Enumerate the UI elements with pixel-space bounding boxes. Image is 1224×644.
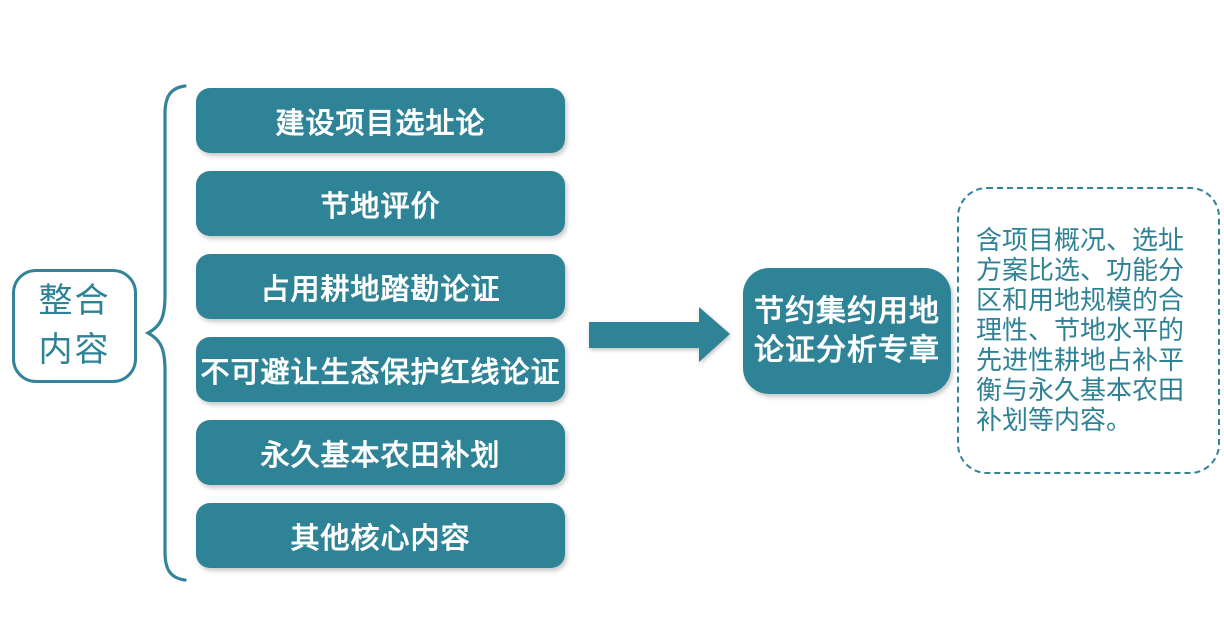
content-list: 建设项目选址论 节地评价 占用耕地踏勘论证 不可避让生态保护红线论证 永久基本农…: [196, 88, 565, 568]
list-item-basic-farmland: 永久基本农田补划: [196, 420, 565, 485]
note-line: 区和用地规模的合: [976, 285, 1185, 315]
list-item-ecological-redline: 不可避让生态保护红线论证: [196, 337, 565, 402]
note-line: 衡与永久基本农田: [976, 375, 1185, 405]
list-item-other-core-content: 其他核心内容: [196, 503, 565, 568]
note-line: 理性、节地水平的: [976, 315, 1185, 345]
curly-brace-icon: [143, 83, 189, 583]
integration-label: 整合 内容: [12, 269, 137, 383]
result-box: 节约集约用地 论证分析专章: [743, 268, 951, 394]
integration-label-line2: 内容: [38, 331, 111, 369]
arrow-right-icon: [589, 305, 731, 365]
note-box: 含项目概况、选址 方案比选、功能分 区和用地规模的合 理性、节地水平的 先进性耕…: [957, 187, 1220, 474]
note-line: 先进性耕地占补平: [976, 345, 1185, 375]
note-line: 含项目概况、选址: [976, 225, 1185, 255]
result-box-line2: 论证分析专章: [754, 334, 940, 367]
note-line: 方案比选、功能分: [976, 255, 1185, 285]
list-item-site-selection: 建设项目选址论: [196, 88, 565, 153]
result-box-line1: 节约集约用地: [754, 295, 940, 328]
list-item-farmland-survey: 占用耕地踏勘论证: [196, 254, 565, 319]
note-line: 补划等内容。: [976, 405, 1133, 435]
list-item-land-saving-evaluation: 节地评价: [196, 171, 565, 236]
integration-label-line1: 整合: [38, 282, 111, 320]
